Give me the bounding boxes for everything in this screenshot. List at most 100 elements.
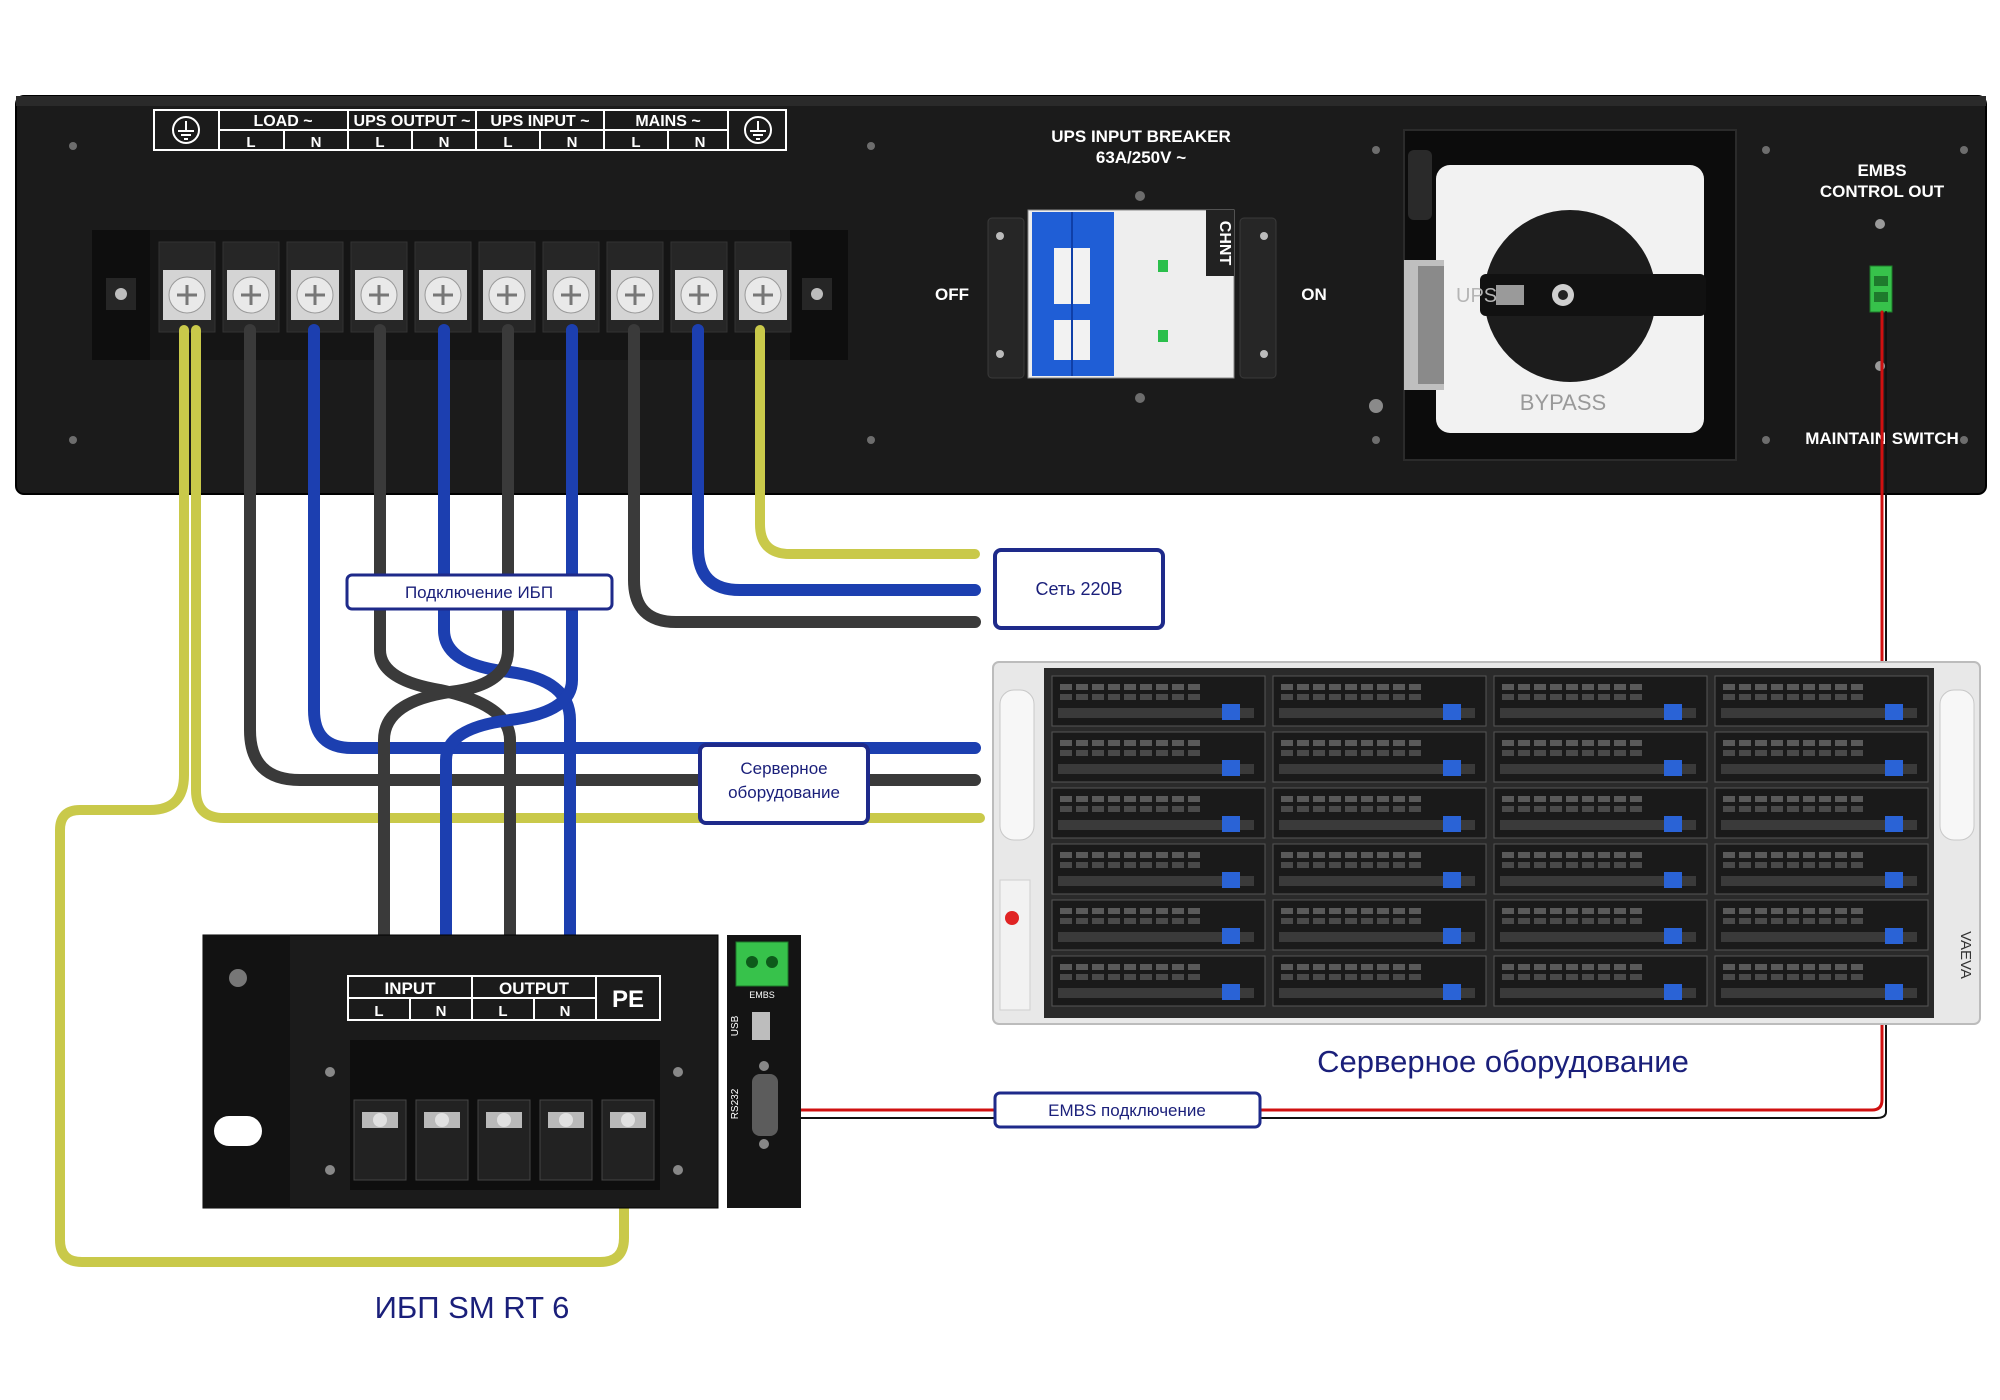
breaker-on-label: ON [1301, 285, 1327, 304]
drive-bay[interactable] [1272, 731, 1487, 783]
drive-bay[interactable] [1051, 899, 1266, 951]
embs-title: EMBS [1857, 161, 1906, 180]
terminal-letter: L [246, 134, 255, 151]
drive-bay[interactable] [1493, 787, 1708, 839]
terminal-label-box: LOAD ~ UPS OUTPUT ~ UPS INPUT ~ MAINS ~ … [153, 109, 787, 151]
callout-ups-connection-text: Подключение ИБП [405, 583, 553, 602]
terminal-group-ups-input: UPS INPUT ~ [490, 113, 589, 130]
ups-pe-label: PE [612, 986, 644, 1013]
terminal-letter: N [695, 134, 706, 151]
ups-input-breaker[interactable]: UPS INPUT BREAKER 63A/250V ~ OFF ON CHNT [935, 127, 1327, 379]
ups-output-label: OUTPUT [499, 979, 570, 998]
drive-bay[interactable] [1051, 843, 1266, 895]
drive-bay[interactable] [1714, 675, 1929, 727]
mains-n-wire [692, 324, 981, 596]
load-n-wire [308, 324, 981, 754]
terminal-screw [670, 241, 728, 333]
terminal-block [92, 230, 848, 360]
ups-terminal-screw [353, 1099, 407, 1181]
wires [55, 310, 1887, 1267]
pe-wire-to-ups [55, 325, 629, 1267]
terminal-screw [734, 241, 792, 333]
breaker-rating: 63A/250V ~ [1096, 148, 1186, 167]
ups-terminal-letter: N [560, 1003, 571, 1020]
callouts: Сеть 220В Подключение ИБП Серверное обор… [345, 548, 1262, 1129]
drive-bay[interactable] [1714, 955, 1929, 1007]
ups-terminal-screw [601, 1099, 655, 1181]
server-chassis: VAEVA [992, 661, 1981, 1025]
ups-input-n-wire [440, 324, 578, 966]
power-button-icon[interactable] [1005, 911, 1019, 925]
drive-bay[interactable] [1272, 787, 1487, 839]
drive-bay[interactable] [1493, 731, 1708, 783]
drive-bay[interactable] [1714, 843, 1929, 895]
terminal-screw [286, 241, 344, 333]
mains-l-wire [628, 324, 981, 628]
ups-embs-port[interactable] [735, 941, 789, 987]
ups-terminal-letter: N [436, 1003, 447, 1020]
drive-bay[interactable] [1493, 955, 1708, 1007]
ups-terminal-screw [477, 1099, 531, 1181]
drive-bay[interactable] [1272, 899, 1487, 951]
terminal-group-mains: MAINS ~ [635, 113, 700, 130]
callout-server-line2: оборудование [728, 783, 840, 802]
breaker-title: UPS INPUT BREAKER [1051, 127, 1230, 146]
terminal-screw [158, 241, 216, 333]
drive-bay[interactable] [1051, 675, 1266, 727]
drive-bay[interactable] [1493, 899, 1708, 951]
drive-bay[interactable] [1272, 955, 1487, 1007]
switch-ups-label: UPS [1456, 285, 1497, 307]
callout-mains-220: Сеть 220В [993, 548, 1165, 630]
ups-caption: ИБП SM RT 6 [375, 1290, 570, 1325]
embs-signal-wire [768, 310, 1884, 1112]
server-caption: Серверное оборудование [1317, 1044, 1689, 1079]
terminal-letter: N [311, 134, 322, 151]
drive-bay[interactable] [1714, 787, 1929, 839]
drive-bay[interactable] [1714, 731, 1929, 783]
ups-usb-label: USB [730, 1015, 741, 1036]
callout-mains-220-text: Сеть 220В [1035, 579, 1122, 599]
callout-server-line1: Серверное [740, 759, 827, 778]
ups-terminal-letter: L [374, 1003, 383, 1020]
ups-terminal-screw [415, 1099, 469, 1181]
drive-bay[interactable] [1051, 787, 1266, 839]
embs-connector[interactable] [1869, 265, 1893, 313]
terminal-letter: L [375, 134, 384, 151]
embs-subtitle: CONTROL OUT [1820, 182, 1945, 201]
drive-bay[interactable] [1272, 675, 1487, 727]
embs-signal-wire-2 [769, 311, 1887, 1119]
drive-bay[interactable] [1051, 955, 1266, 1007]
breaker-off-label: OFF [935, 285, 969, 304]
ups-rs232-label: RS232 [730, 1088, 741, 1119]
drive-bay[interactable] [1493, 675, 1708, 727]
callout-ups-connection: Подключение ИБП [345, 573, 614, 611]
ups-rs232-port[interactable] [752, 1074, 778, 1136]
terminal-screw [350, 241, 408, 333]
ups-terminal-letter: L [498, 1003, 507, 1020]
drive-bay[interactable] [1714, 899, 1929, 951]
drive-bays [1051, 675, 1929, 1007]
terminal-screw [606, 241, 664, 333]
ups-unit: INPUT OUTPUT PE L N L N EMBS USB RS232 [202, 934, 801, 1209]
load-l-wire [244, 324, 981, 786]
ups-input-label: INPUT [385, 979, 437, 998]
terminal-letter: N [567, 134, 578, 151]
drive-bay[interactable] [1051, 731, 1266, 783]
drive-bay[interactable] [1272, 843, 1487, 895]
ups-comm-panel: EMBS USB RS232 [727, 935, 801, 1208]
panel-screws [69, 142, 1968, 444]
bypass-switch[interactable]: UPS BYPASS [1403, 129, 1737, 461]
terminal-letter: N [439, 134, 450, 151]
ground-icon [172, 116, 200, 144]
ups-usb-port[interactable] [752, 1012, 770, 1040]
terminal-group-ups-output: UPS OUTPUT ~ [354, 113, 471, 130]
callout-server: Серверное оборудование [698, 743, 870, 825]
terminal-group-load: LOAD ~ [253, 113, 312, 130]
callout-embs-connection: EMBS подключение [993, 1091, 1262, 1129]
drive-bay[interactable] [1493, 843, 1708, 895]
terminal-letter: L [631, 134, 640, 151]
terminal-screw [542, 241, 600, 333]
breaker-brand: CHNT [1216, 221, 1233, 266]
ups-embs-port-label: EMBS [749, 990, 775, 1000]
